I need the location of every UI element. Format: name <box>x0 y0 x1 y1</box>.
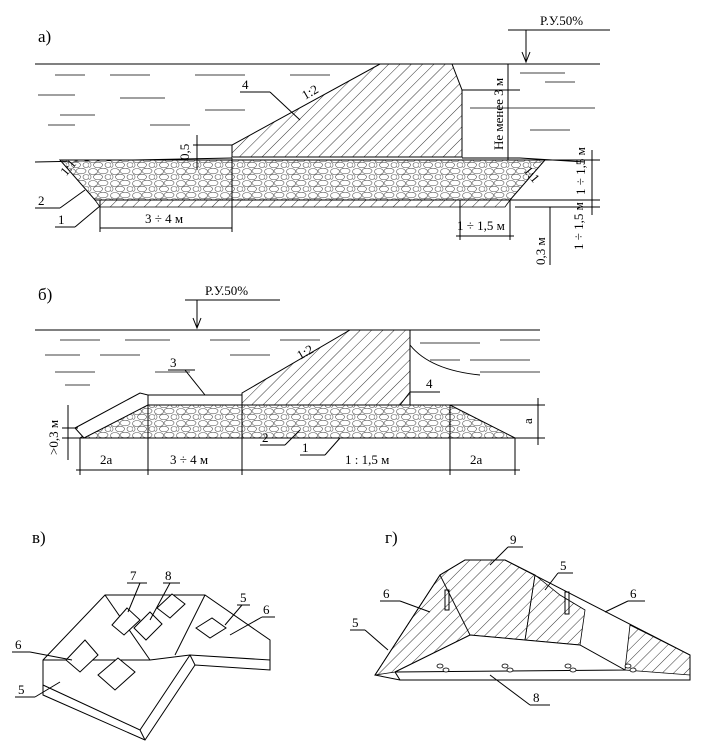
panel-c-callout-6a: 6 <box>263 602 270 617</box>
panel-b-dim-a: a <box>520 418 535 424</box>
panel-c-callout-5b: 5 <box>18 682 25 697</box>
panel-b-dim-1: 2a <box>100 452 113 467</box>
panel-b-callout-4: 4 <box>426 376 433 391</box>
panel-b-callout-2: 2 <box>262 430 269 445</box>
panel-b-water-level: Р.У.50% <box>205 283 248 298</box>
panel-d: г) 9 5 6 6 <box>350 528 691 706</box>
panel-a-callout-2: 2 <box>38 193 45 208</box>
panel-d-callout-6b: 6 <box>383 586 390 601</box>
panel-d-callout-6a: 6 <box>630 586 637 601</box>
panel-d-callout-5b: 5 <box>352 615 359 630</box>
panel-a-callout-4: 4 <box>242 77 249 92</box>
panel-a-slope-top: 1:2 <box>299 81 321 102</box>
panel-d-callout-8: 8 <box>533 690 540 705</box>
panel-a-water-level: Р.У.50% <box>540 13 583 28</box>
panel-a-callout-1: 1 <box>58 212 65 227</box>
panel-a-height-05: 0,5 <box>177 144 192 160</box>
panel-c: в) 7 8 5 6 6 5 <box>12 528 275 741</box>
panel-c-callout-5a: 5 <box>240 590 247 605</box>
panel-d-label: г) <box>385 528 398 547</box>
panel-a-thickness: 1 ÷ 1,5 м <box>573 147 588 195</box>
panel-b-thick-03: >0,3 м <box>46 420 61 455</box>
panel-a-label: а) <box>38 27 51 46</box>
panel-b-dim-3: 1 : 1,5 м <box>345 452 389 467</box>
panel-d-callout-9: 9 <box>510 532 517 547</box>
panel-c-callout-8: 8 <box>165 568 172 583</box>
panel-b-dim-2: 3 ÷ 4 м <box>170 452 208 467</box>
panel-c-callout-6b: 6 <box>15 637 22 652</box>
panel-c-callout-7: 7 <box>130 568 137 583</box>
panel-b-label: б) <box>38 285 52 304</box>
panel-d-callout-5a: 5 <box>560 558 567 573</box>
panel-a-depth-03: 0,3 м <box>533 237 548 265</box>
panel-b-callout-1: 1 <box>302 440 309 455</box>
panel-b-slope-top: 1:2 <box>294 341 316 362</box>
panel-a-min-depth: Не менее 3 м <box>491 78 506 150</box>
panel-b: б) Р.У.50% 1:2 3 4 <box>35 283 545 475</box>
panel-a: а) Р.У.50% 1:2 1:1 1:1 0,5 <box>34 13 610 265</box>
panel-b-callout-3: 3 <box>170 355 177 370</box>
panel-c-label: в) <box>32 528 46 547</box>
panel-b-dim-4: 2a <box>470 452 483 467</box>
panel-a-width-left: 3 ÷ 4 м <box>145 211 183 226</box>
panel-a-width-right: 1 ÷ 1,5 м <box>457 218 505 233</box>
panel-a-thickness-alt: 1 ÷ 1,5 м <box>571 202 586 250</box>
